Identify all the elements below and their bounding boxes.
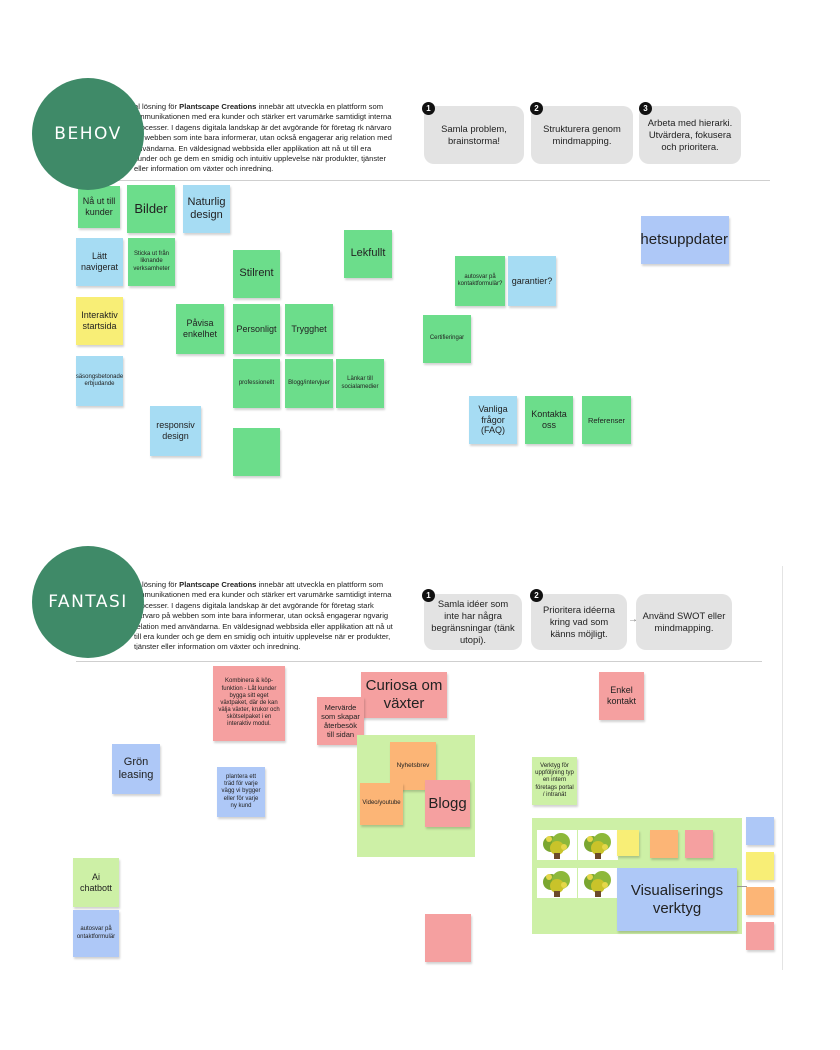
sticky-note[interactable]: Referenser xyxy=(582,396,631,444)
behov-title: BEHOV xyxy=(54,124,122,144)
sticky-note[interactable]: Naturlig design xyxy=(183,185,230,233)
fantasi-right-edge xyxy=(782,566,783,970)
sticky-note[interactable]: Kontakta oss xyxy=(525,396,573,444)
sticky-note[interactable]: Certifieringar xyxy=(423,315,471,363)
sticky-note[interactable]: garantier? xyxy=(508,256,556,306)
sticky-note[interactable]: professionellt xyxy=(233,359,280,408)
plant-thumbnail-icon xyxy=(537,830,577,860)
plant-thumbnail-icon xyxy=(578,830,618,860)
sticky-note[interactable]: responsiv design xyxy=(150,406,201,456)
sticky-note[interactable]: Sticka ut från liknande verksamheter xyxy=(128,238,175,286)
fantasi-step-1: Samla idéer som inte har några begränsni… xyxy=(424,594,522,650)
fantasi-divider xyxy=(76,661,762,662)
behov-title-circle: BEHOV xyxy=(32,78,144,190)
plant-thumbnail-icon xyxy=(537,868,577,898)
sticky-note[interactable]: Länkar till socialamedier xyxy=(336,359,384,408)
connector-line xyxy=(737,886,747,887)
sticky-note-blank[interactable] xyxy=(617,830,639,856)
fantasi-intro-text: al lösning för Plantscape Creations inne… xyxy=(134,580,393,650)
fantasi-step-2-number: 2 xyxy=(530,589,543,602)
fantasi-step-3: Använd SWOT eller mindmapping. xyxy=(636,594,732,650)
sticky-note[interactable]: Ai chatbott xyxy=(73,858,119,907)
sticky-note[interactable]: Mervärde som skapar återbesök till sidan xyxy=(317,697,364,745)
sticky-note[interactable]: Påvisa enkelhet xyxy=(176,304,224,354)
sticky-note[interactable]: Interaktiv startsida xyxy=(76,297,123,345)
fantasi-step-2: Prioritera idéerna kring vad som känns m… xyxy=(531,594,627,650)
sticky-note[interactable]: Kombinera & köp-funktion - Låt kunder by… xyxy=(213,666,285,741)
sticky-note[interactable]: autosvar på ontaktformulär xyxy=(73,910,119,957)
sticky-note-blank[interactable] xyxy=(746,887,774,915)
sticky-note[interactable]: Visualiserings verktyg xyxy=(617,868,737,931)
sticky-note[interactable]: Lätt navigerat xyxy=(76,238,123,286)
sticky-note[interactable]: Stilrent xyxy=(233,250,280,298)
sticky-note[interactable]: Verktyg för uppföljning typ en intern fö… xyxy=(532,757,577,805)
sticky-note-blank[interactable] xyxy=(685,830,713,858)
behov-step-3: Arbeta med hierarki. Utvärdera, fokusera… xyxy=(639,106,741,164)
sticky-note[interactable]: Nyhetsuppdatering xyxy=(641,216,729,264)
behov-step-2-number: 2 xyxy=(530,102,543,115)
sticky-note[interactable]: säsongsbetonade erbjudande xyxy=(76,356,123,406)
sticky-note[interactable]: Vanliga frågor (FAQ) xyxy=(469,396,517,444)
sticky-note[interactable]: Enkel kontakt xyxy=(599,672,644,720)
sticky-note-blank[interactable] xyxy=(746,922,774,950)
sticky-note[interactable]: Nå ut till kunder xyxy=(78,186,120,228)
sticky-note[interactable]: Lekfullt xyxy=(344,230,392,278)
sticky-note[interactable]: Blogg/intervjuer xyxy=(285,359,333,408)
behov-step-2: Strukturera genom mindmapping. xyxy=(531,106,633,164)
sticky-note-blank[interactable] xyxy=(233,428,280,476)
sticky-note[interactable]: Blogg xyxy=(425,780,470,827)
sticky-note[interactable]: autosvar på kontaktformulär? xyxy=(455,256,505,306)
sticky-note-blank[interactable] xyxy=(425,914,471,962)
sticky-note-blank[interactable] xyxy=(746,852,774,880)
behov-intro-text: al lösning för Plantscape Creations inne… xyxy=(134,102,392,172)
fantasi-step-1-number: 1 xyxy=(422,589,435,602)
behov-step-3-number: 3 xyxy=(639,102,652,115)
plant-thumbnail-icon xyxy=(578,868,618,898)
sticky-note[interactable]: Grön leasing xyxy=(112,744,160,794)
sticky-note[interactable]: Trygghet xyxy=(285,304,333,354)
arrow-icon: → xyxy=(628,614,638,625)
fantasi-title: FANTASI xyxy=(48,592,128,612)
behov-step-1-number: 1 xyxy=(422,102,435,115)
sticky-note[interactable]: Video/youtube xyxy=(360,783,403,825)
sticky-note-blank[interactable] xyxy=(746,817,774,845)
sticky-note[interactable]: Curiosa om växter xyxy=(361,672,447,718)
sticky-note[interactable]: Personligt xyxy=(233,304,280,354)
behov-step-1: Samla problem, brainstorma! xyxy=(424,106,524,164)
sticky-note-blank[interactable] xyxy=(650,830,678,858)
fantasi-title-circle: FANTASI xyxy=(32,546,144,658)
sticky-note[interactable]: plantera ett träd för varje vägg vi bygg… xyxy=(217,767,265,817)
behov-divider xyxy=(76,180,770,181)
sticky-note[interactable]: Bilder xyxy=(127,185,175,233)
